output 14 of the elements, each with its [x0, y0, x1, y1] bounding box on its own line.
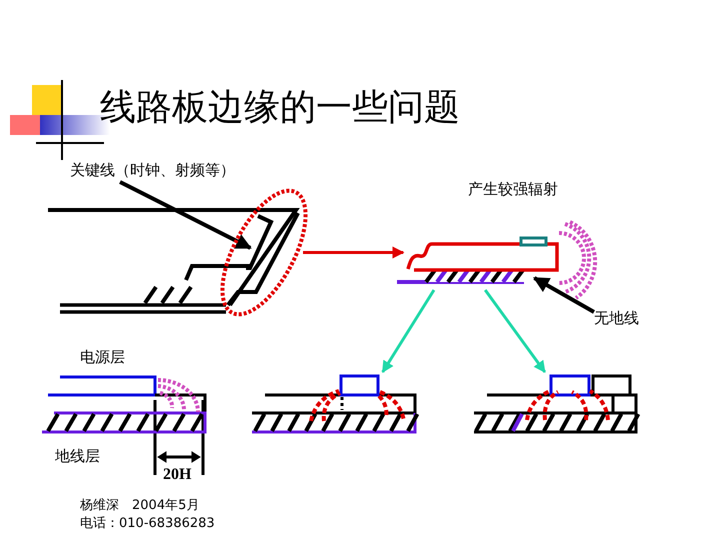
callout-label: 无地线 [594, 308, 654, 328]
dimension-label: 20H [163, 466, 192, 484]
node-label: 电源层 [80, 348, 125, 366]
arrow [533, 276, 595, 314]
phone-note: 电话：010-68386283 [80, 515, 215, 533]
node-label: 产生较强辐射 [468, 180, 558, 198]
arrow [119, 180, 252, 250]
author-note: 杨维深 2004年5月 [80, 497, 200, 515]
callout-label: 关键线（时钟、射频等） [70, 160, 270, 182]
node-label: 地线层 [55, 447, 100, 465]
arrow [303, 246, 404, 258]
arrow [381, 289, 436, 374]
arrow [484, 289, 546, 373]
title: 线路板边缘的一些问题 [100, 86, 460, 130]
